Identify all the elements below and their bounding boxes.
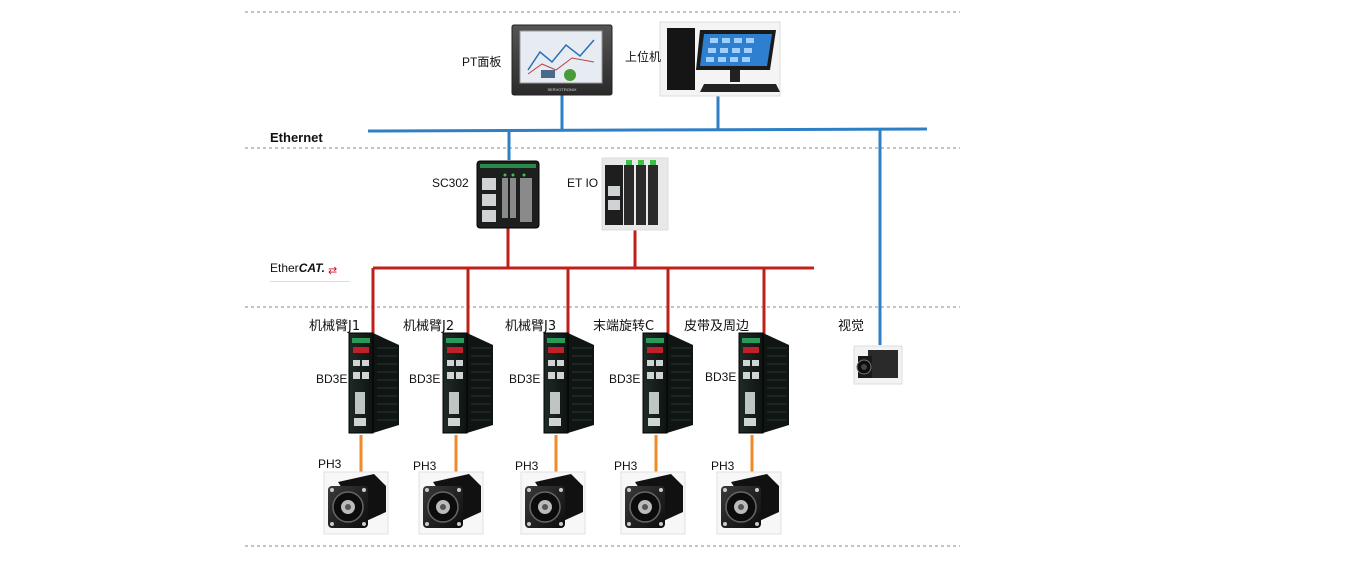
ethercat-bus: [371, 228, 814, 335]
ethercat-logo: EtherCAT. ⇄: [270, 261, 350, 282]
servo-motor: [418, 471, 484, 535]
motor-label: PH3: [711, 459, 735, 473]
axis-title: 机械臂J1: [309, 319, 361, 334]
servo-drive: [642, 332, 693, 434]
drive-label: BD3E: [705, 370, 737, 384]
servo-motor: [716, 471, 782, 535]
host-pc-label: 上位机: [625, 50, 662, 64]
servo-motors: [323, 471, 782, 535]
motor-label: PH3: [413, 459, 437, 473]
servo-drives: [348, 332, 789, 434]
panel-brand-text: SERVOTRONIX: [547, 87, 576, 92]
axis-title: 机械臂J2: [403, 319, 455, 334]
servo-drive: [543, 332, 594, 434]
vision-camera: [853, 345, 903, 385]
host-pc-device: [659, 21, 781, 97]
ethercat-arrow-icon: ⇄: [328, 265, 338, 277]
servo-drive: [738, 332, 789, 434]
axis-title: 末端旋转C: [593, 319, 655, 334]
pt-panel-label: PT面板: [462, 55, 502, 69]
sc302-controller: [476, 160, 540, 229]
drive-label: BD3E: [609, 372, 641, 386]
axis-title: 机械臂J3: [505, 319, 557, 334]
motor-label: PH3: [614, 459, 638, 473]
sc302-label: SC302: [432, 176, 469, 190]
servo-drive: [348, 332, 399, 434]
servo-motor: [520, 471, 586, 535]
et-io-label: ET IO: [567, 176, 599, 190]
et-io-module: [601, 157, 669, 231]
section-dividers: [245, 11, 960, 547]
drive-label: BD3E: [316, 372, 348, 386]
axis-title: 皮带及周边: [684, 319, 750, 334]
servo-motor: [620, 471, 686, 535]
motor-cables: [359, 435, 754, 478]
motor-label: PH3: [318, 457, 342, 471]
motor-label: PH3: [515, 459, 539, 473]
pt-panel-device: SERVOTRONIX: [511, 24, 613, 96]
servo-motor: [323, 471, 389, 535]
drive-label: BD3E: [409, 372, 441, 386]
servo-drive: [442, 332, 493, 434]
ethernet-bus: [367, 95, 928, 345]
drive-label: BD3E: [509, 372, 541, 386]
vision-label: 视觉: [838, 319, 865, 334]
ethernet-label: Ethernet: [270, 130, 323, 145]
